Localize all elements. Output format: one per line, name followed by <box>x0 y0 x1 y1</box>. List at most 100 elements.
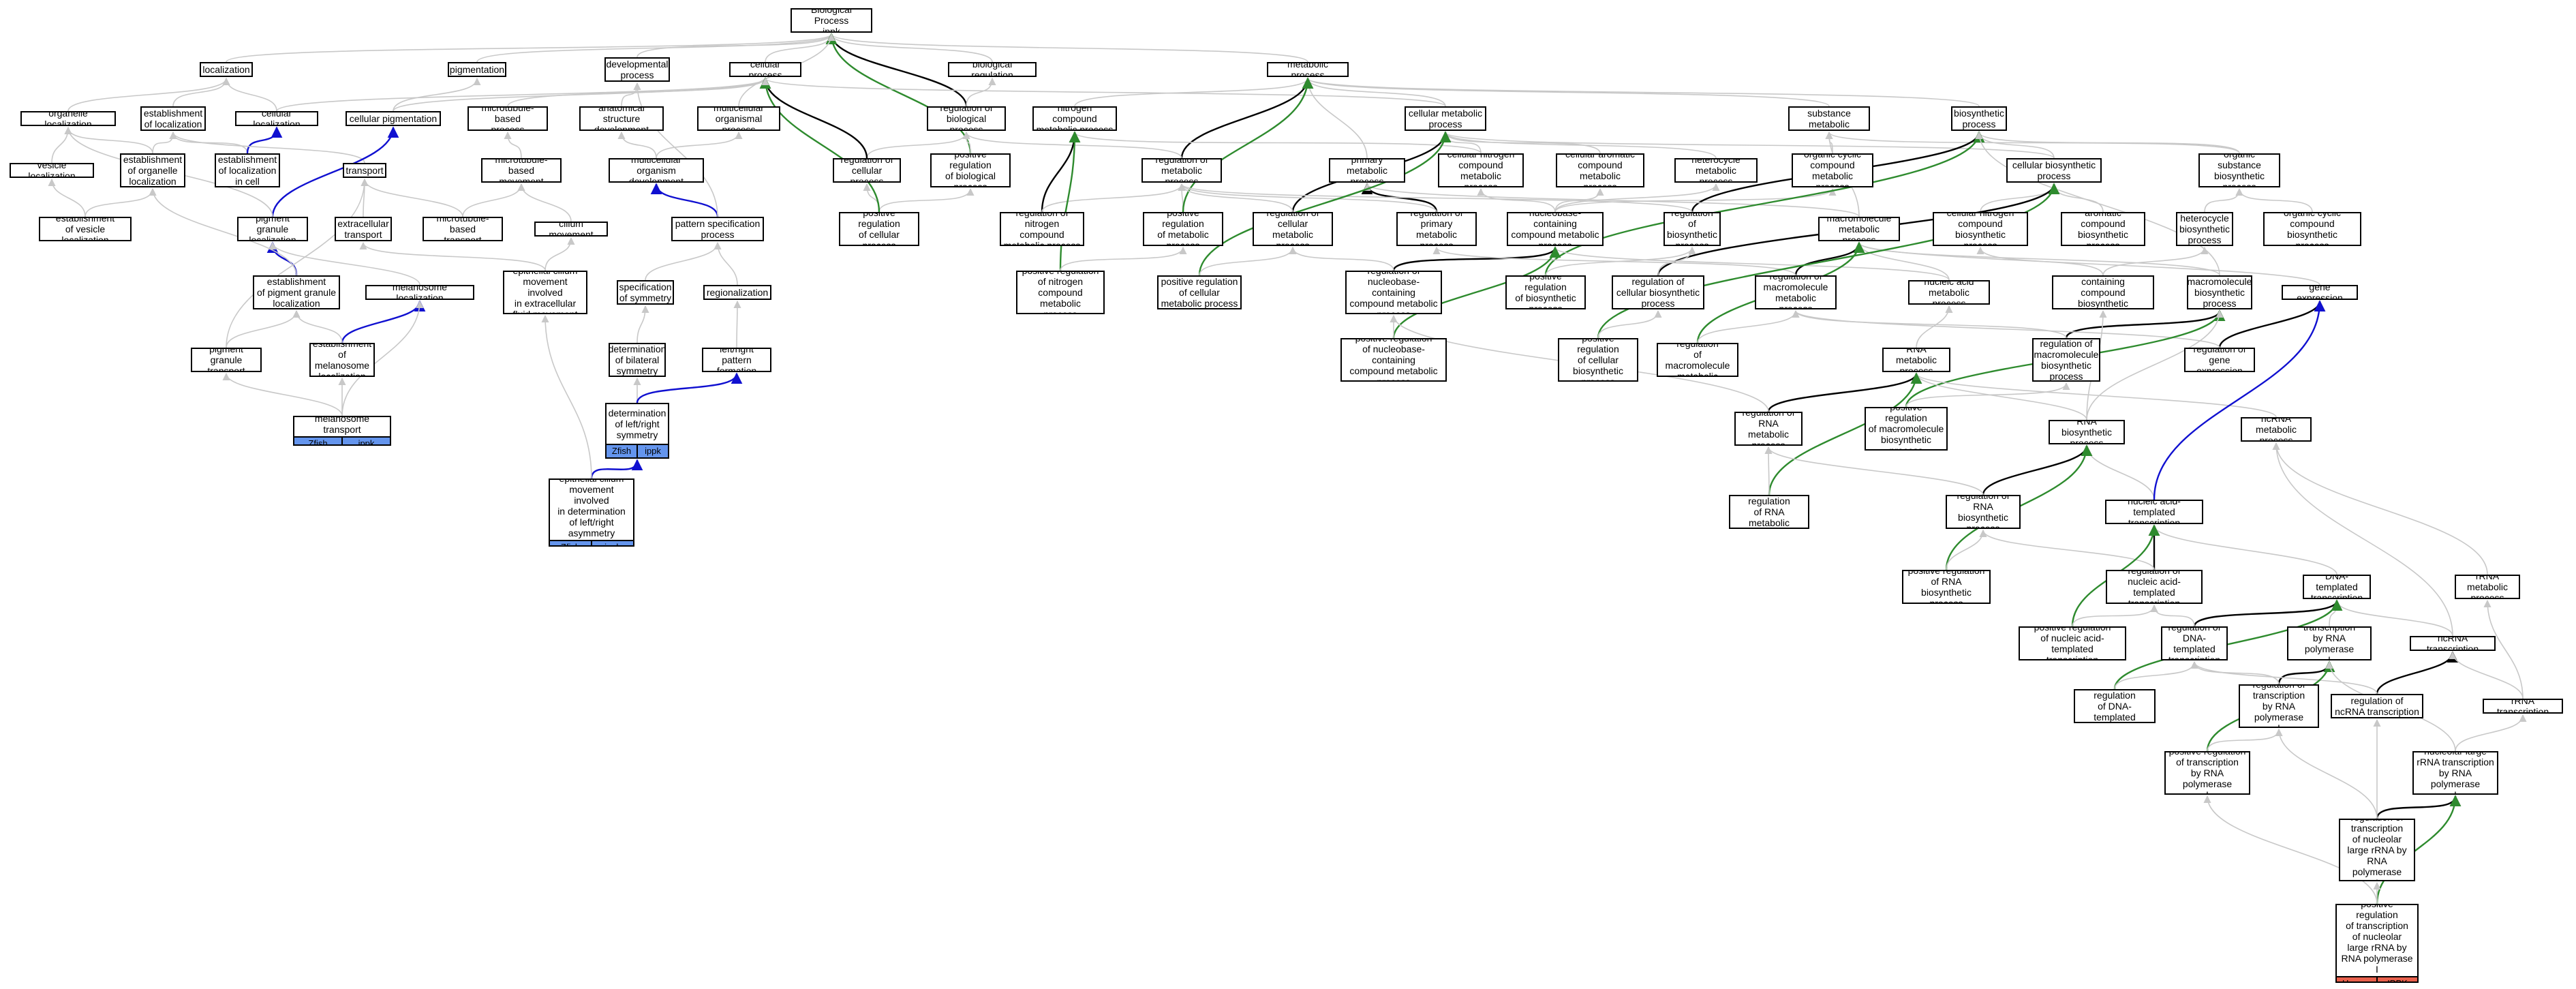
go-term-establishment-of-vesicle-localization[interactable]: establishment of vesicle localization <box>39 217 132 241</box>
go-term-rrna-transcription[interactable]: rRNA transcription <box>2483 699 2563 714</box>
go-term-regulation-of-macromolecule-metabolic-process[interactable]: regulation of macromolecule metabolic pr… <box>1755 275 1837 309</box>
go-term-nucleolar-large-rrna-transcription[interactable]: nucleolar large rRNA transcription by RN… <box>2412 751 2498 795</box>
go-term-ncrna-metabolic-process[interactable]: ncRNA metabolic process <box>2241 417 2312 442</box>
go-term-cellular-process[interactable]: cellular process <box>729 62 801 77</box>
go-term-regulation-of-nucleobase-containing-compound-metabolic-process[interactable]: regulation of nucleobase-containing comp… <box>1345 271 1442 314</box>
go-term-vesicle-localization[interactable]: vesicle localization <box>10 163 94 178</box>
go-term-nucleobase-containing-compound-biosynthetic-process[interactable]: nucleobase-containing compound biosynthe… <box>2052 275 2154 309</box>
go-term-left-right-pattern-formation[interactable]: left/right pattern formation <box>702 348 771 372</box>
go-term-positive-regulation-of-cellular-process[interactable]: positive regulation of cellular process <box>839 212 919 246</box>
go-term-nucleobase-containing-compound-metabolic-process[interactable]: nucleobase-containing compound metabolic… <box>1507 212 1604 246</box>
go-term-positive-regulation-of-nitrogen-compound-metabolic-process[interactable]: positive regulation of nitrogen compound… <box>1016 271 1105 314</box>
go-term-gene-expression[interactable]: gene expression <box>2282 285 2358 300</box>
go-term-regulation-of-gene-expression[interactable]: regulation of gene expression <box>2184 348 2255 372</box>
go-term-transcription-by-rna-polymerase-i[interactable]: transcription by RNA polymerase I <box>2287 626 2372 660</box>
go-term-regulation-of-transcription-by-rna-polymerase-i[interactable]: regulation of transcription by RNA polym… <box>2239 684 2319 728</box>
go-term-multicellular-organismal-process[interactable]: multicellular organismal process <box>697 106 780 131</box>
go-term-extracellular-transport[interactable]: extracellular transport <box>335 217 392 241</box>
go-term-positive-regulation-of-dna-templated-transcription[interactable]: positive regulation of DNA-templated tra… <box>2074 689 2156 723</box>
go-term-pigmentation[interactable]: pigmentation <box>448 62 506 77</box>
go-term-metabolic-process[interactable]: metabolic process <box>1267 62 1349 77</box>
go-term-pigment-granule-localization[interactable]: pigment granule localization <box>237 217 308 241</box>
go-term-aromatic-compound-biosynthetic-process[interactable]: aromatic compound biosynthetic process <box>2061 212 2145 246</box>
go-term-organic-cyclic-compound-biosynthetic-process[interactable]: organic cyclic compound biosynthetic pro… <box>2263 212 2361 246</box>
go-term-regulation-of-rna-metabolic-process[interactable]: regulation of RNA metabolic process <box>1734 412 1803 446</box>
go-term-nitrogen-compound-metabolic-process[interactable]: nitrogen compound metabolic process <box>1032 106 1117 131</box>
go-term-ncrna-transcription[interactable]: ncRNA transcription <box>2410 636 2496 651</box>
go-term-positive-regulation-of-transcription-of-nucleolar-large-rrna[interactable]: positive regulation of transcription of … <box>2335 904 2419 983</box>
go-term-heterocycle-metabolic-process[interactable]: heterocycle metabolic process <box>1674 158 1758 183</box>
go-term-microtubule-based-transport[interactable]: microtubule-based transport <box>423 217 503 241</box>
go-term-cilium-movement[interactable]: cilium movement <box>534 222 608 237</box>
go-term-regulation-of-ncrna-transcription[interactable]: regulation of ncRNA transcription <box>2331 694 2423 718</box>
go-term-regulation-of-cellular-biosynthetic-process[interactable]: regulation of cellular biosynthetic proc… <box>1612 275 1704 309</box>
go-term-regionalization[interactable]: regionalization <box>703 285 771 300</box>
go-term-melanosome-localization[interactable]: melanosome localization <box>365 285 474 300</box>
go-term-cellular-metabolic-process[interactable]: cellular metabolic process <box>1405 106 1486 131</box>
go-term-pattern-specification-process[interactable]: pattern specification process <box>671 217 764 241</box>
go-term-positive-regulation-of-macromolecule-biosynthetic-process[interactable]: positive regulation of macromolecule bio… <box>1865 407 1948 451</box>
go-term-organic-substance-biosynthetic-process[interactable]: organic substance biosynthetic process <box>2198 153 2280 187</box>
go-term-biosynthetic-process[interactable]: biosynthetic process <box>1951 106 2007 131</box>
go-term-establishment-of-melanosome-localization[interactable]: establishment of melanosome localization <box>309 343 375 377</box>
go-term-positive-regulation-of-macromolecule-metabolic-process[interactable]: positive regulation of macromolecule met… <box>1657 343 1738 377</box>
go-term-positive-regulation-of-transcription-by-rna-polymerase-i[interactable]: positive regulation of transcription by … <box>2164 751 2250 795</box>
go-term-establishment-of-pigment-granule-localization[interactable]: establishment of pigment granule localiz… <box>253 275 340 309</box>
go-term-biological-regulation[interactable]: biological regulation <box>948 62 1037 77</box>
go-term-microtubule-based-movement[interactable]: microtubule-based movement <box>481 158 562 183</box>
go-term-positive-regulation-of-metabolic-process[interactable]: positive regulation of metabolic process <box>1143 212 1223 246</box>
go-term-positive-regulation-of-cellular-biosynthetic-process[interactable]: positive regulation of cellular biosynth… <box>1558 338 1638 382</box>
go-term-regulation-of-cellular-process[interactable]: regulation of cellular process <box>833 158 901 183</box>
go-term-cellular-nitrogen-compound-biosynthetic-process[interactable]: cellular nitrogen compound biosynthetic … <box>1933 212 2028 246</box>
go-term-heterocycle-biosynthetic-process[interactable]: heterocycle biosynthetic process <box>2176 212 2233 246</box>
go-term-regulation-of-metabolic-process[interactable]: regulation of metabolic process <box>1141 158 1222 183</box>
go-term-positive-regulation-of-rna-metabolic-process[interactable]: positive regulation of RNA metabolic pro… <box>1729 495 1809 529</box>
go-term-anatomical-structure-development[interactable]: anatomical structure development <box>579 106 664 131</box>
go-term-developmental-process[interactable]: developmental process <box>604 57 670 82</box>
go-term-bp[interactable]: Biological Process ippk <box>791 8 872 33</box>
go-term-regulation-of-macromolecule-biosynthetic-process[interactable]: regulation of macromolecule biosynthetic… <box>2032 338 2100 382</box>
go-term-positive-regulation-of-cellular-metabolic-process[interactable]: positive regulation of cellular metaboli… <box>1157 275 1242 309</box>
go-term-organic-substance-metabolic-process[interactable]: organic substance metabolic process <box>1788 106 1870 131</box>
go-term-regulation-of-nucleic-acid-templated-transcription[interactable]: regulation of nucleic acid-templated tra… <box>2106 570 2203 604</box>
go-term-rna-metabolic-process[interactable]: RNA metabolic process <box>1882 348 1950 372</box>
go-term-establishment-of-localization-in-cell[interactable]: establishment of localization in cell <box>215 153 280 187</box>
go-term-epithelial-cilium-movement-left-right[interactable]: epithelial cilium movement involved in d… <box>549 478 634 547</box>
go-term-cellular-biosynthetic-process[interactable]: cellular biosynthetic process <box>2006 158 2102 183</box>
go-term-localization[interactable]: localization <box>200 62 253 77</box>
go-term-cellular-localization[interactable]: cellular localization <box>235 111 318 126</box>
go-term-multicellular-organism-development[interactable]: multicellular organism development <box>609 158 704 183</box>
go-term-dna-templated-transcription[interactable]: DNA-templated transcription <box>2303 575 2371 599</box>
go-term-nucleic-acid-metabolic-process[interactable]: nucleic acid metabolic process <box>1908 280 1990 305</box>
go-term-regulation-of-biosynthetic-process[interactable]: regulation of biosynthetic process <box>1663 212 1721 246</box>
go-term-transport[interactable]: transport <box>343 163 386 178</box>
go-term-nucleic-acid-templated-transcription[interactable]: nucleic acid-templated transcription <box>2105 500 2203 524</box>
go-term-positive-regulation-of-rna-biosynthetic-process[interactable]: positive regulation of RNA biosynthetic … <box>1902 570 1991 604</box>
go-term-regulation-of-transcription-of-nucleolar-large-rrna[interactable]: regulation of transcription of nucleolar… <box>2339 819 2415 881</box>
go-term-regulation-of-cellular-metabolic-process[interactable]: regulation of cellular metabolic process <box>1253 212 1333 246</box>
go-term-rrna-metabolic-process[interactable]: rRNA metabolic process <box>2455 575 2520 599</box>
go-term-organic-cyclic-compound-metabolic-process[interactable]: organic cyclic compound metabolic proces… <box>1792 153 1873 187</box>
go-term-positive-regulation-of-nucleobase-containing-compound-metabolic-process[interactable]: positive regulation of nucleobase-contai… <box>1340 338 1447 382</box>
go-term-establishment-of-organelle-localization[interactable]: establishment of organelle localization <box>120 153 185 187</box>
go-term-organelle-localization[interactable]: organelle localization <box>20 111 116 126</box>
go-term-cellular-aromatic-compound-metabolic-process[interactable]: cellular aromatic compound metabolic pro… <box>1556 153 1644 187</box>
go-term-regulation-of-rna-biosynthetic-process[interactable]: regulation of RNA biosynthetic process <box>1946 495 2021 529</box>
go-term-regulation-of-primary-metabolic-process[interactable]: regulation of primary metabolic process <box>1396 212 1477 246</box>
go-term-microtubule-based-process[interactable]: microtubule-based process <box>467 106 548 131</box>
go-term-positive-regulation-of-biological-process[interactable]: positive regulation of biological proces… <box>930 153 1011 187</box>
go-term-primary-metabolic-process[interactable]: primary metabolic process <box>1329 158 1405 183</box>
go-term-rna-biosynthetic-process[interactable]: RNA biosynthetic process <box>2049 420 2125 444</box>
go-term-establishment-of-localization[interactable]: establishment of localization <box>140 106 206 131</box>
go-term-regulation-of-dna-templated-transcription[interactable]: regulation of DNA-templated transcriptio… <box>2161 626 2228 660</box>
go-term-epithelial-cilium-movement-extracellular-fluid[interactable]: epithelial cilium movement involved in e… <box>503 271 587 314</box>
go-term-specification-of-symmetry[interactable]: specification of symmetry <box>617 280 674 305</box>
go-term-cellular-nitrogen-compound-metabolic-process[interactable]: cellular nitrogen compound metabolic pro… <box>1438 153 1524 187</box>
go-term-regulation-of-biological-process[interactable]: regulation of biological process <box>927 106 1006 131</box>
go-term-regulation-of-nitrogen-compound-metabolic-process[interactable]: regulation of nitrogen compound metaboli… <box>1000 212 1084 246</box>
go-term-macromolecule-biosynthetic-process[interactable]: macromolecule biosynthetic process <box>2187 275 2252 309</box>
go-term-positive-regulation-of-biosynthetic-process[interactable]: positive regulation of biosynthetic proc… <box>1505 275 1586 309</box>
go-term-macromolecule-metabolic-process[interactable]: macromolecule metabolic process <box>1818 217 1900 241</box>
